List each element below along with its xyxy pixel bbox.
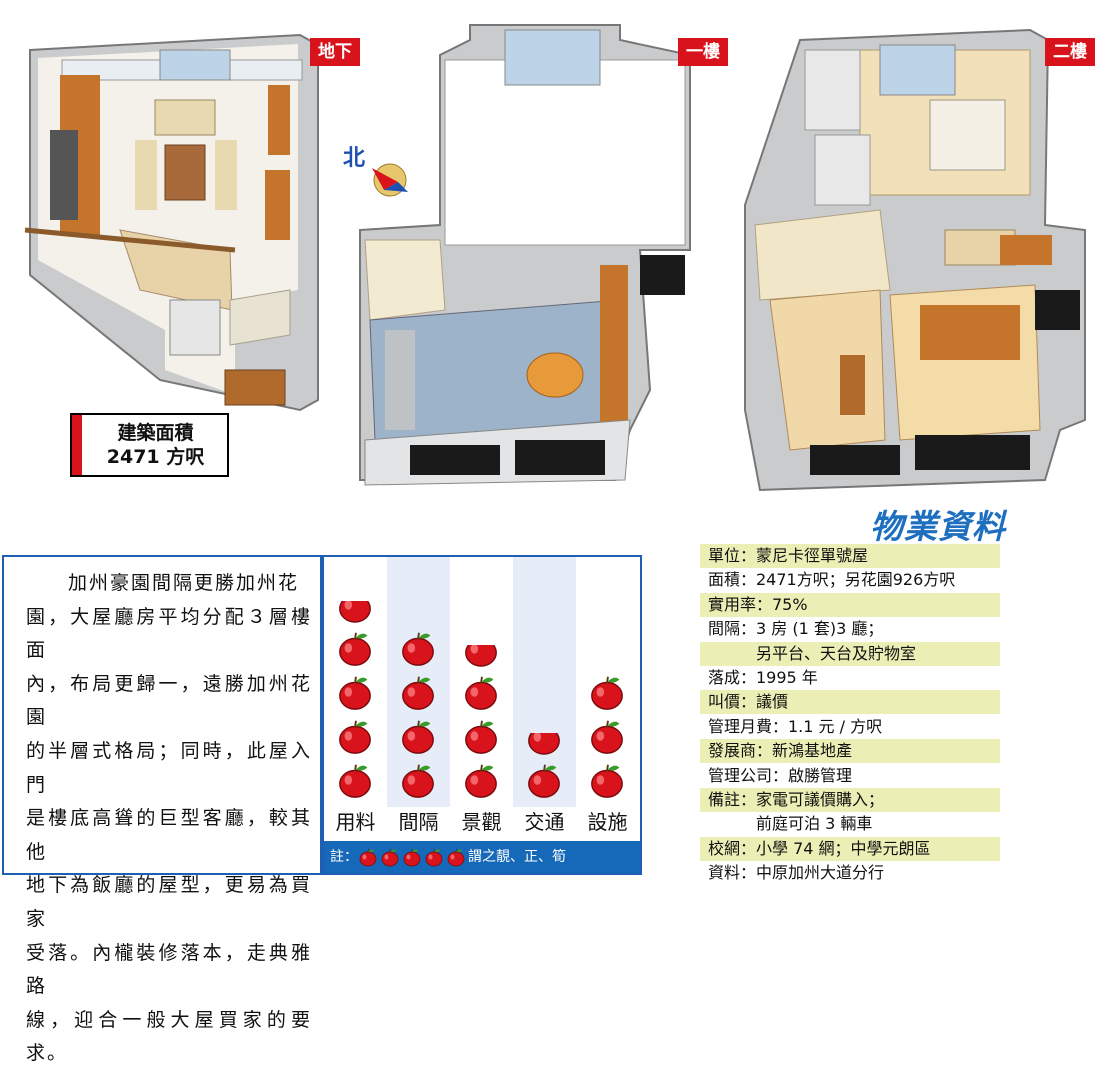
apple-icon [402, 632, 434, 666]
apple-icon [402, 720, 434, 754]
apple-icon [465, 676, 497, 710]
apple-icon [381, 848, 399, 867]
apple-icon [339, 720, 371, 754]
apple-icon [591, 720, 623, 754]
info-row: 實用率：75% [700, 592, 1000, 617]
info-row: 管理公司：啟勝管理 [700, 763, 1000, 788]
second-floor-label: 二樓 [1045, 38, 1095, 66]
description-panel: 加州豪園間隔更勝加州花園，大屋廳房平均分配３層樓面內，布局更歸一，遠勝加州花園的… [2, 555, 322, 1064]
rating-category-label: 間隔 [398, 810, 439, 834]
apple-icon [339, 764, 371, 798]
info-row: 間隔：3 房 (1 套)3 廳； [700, 617, 1000, 642]
second-floor-plan [744, 28, 1086, 492]
basement-label: 地下 [310, 38, 360, 66]
half-apple-icon [528, 733, 560, 755]
apple-icon [359, 848, 377, 867]
info-row: 資料：中原加州大道分行 [700, 861, 1000, 886]
apple-icon [402, 676, 434, 710]
note-prefix: 註： [330, 849, 358, 865]
half-apple-icon [465, 645, 497, 667]
info-row: 單位：蒙尼卡徑單號屋 [700, 544, 1000, 568]
rating-category-label: 設施 [587, 810, 628, 834]
info-row: 校網：小學 74 網；中學元朗區 [700, 836, 1000, 861]
apple-icon [425, 848, 443, 867]
building-area-box: 建築面積 2471 方呎 [70, 413, 229, 477]
description-line: 的半層式格局；同時，此屋入門 [26, 739, 312, 796]
info-row: 備註：家電可議價購入； [700, 788, 1000, 812]
compass [372, 163, 408, 197]
area-title: 建築面積 [117, 422, 194, 444]
info-row: 前庭可泊 3 輛車 [700, 812, 1000, 837]
description-line: 加州豪園間隔更勝加州花 [26, 572, 300, 594]
note-apples [358, 848, 468, 867]
area-value: 2471 方呎 [106, 446, 205, 468]
compass-north-label: 北 [343, 146, 366, 171]
description-text: 加州豪園間隔更勝加州花園，大屋廳房平均分配３層樓面內，布局更歸一，遠勝加州花園的… [26, 567, 312, 1071]
info-row: 另平台、天台及貯物室 [700, 641, 1000, 666]
first-floor-plan [359, 24, 691, 486]
description-line: 園，大屋廳房平均分配３層樓面 [26, 605, 312, 662]
info-row: 落成：1995 年 [700, 666, 1000, 690]
apple-icon [528, 764, 560, 798]
info-row: 發展商：新鴻基地產 [700, 739, 1000, 764]
info-row: 面積：2471方呎；另花園926方呎 [700, 568, 1000, 593]
rating-category-label: 景觀 [461, 810, 502, 834]
rating-category-label: 用料 [335, 810, 376, 834]
apple-icon [402, 764, 434, 798]
apple-icon [465, 764, 497, 798]
description-line: 受落。內櫳裝修落本，走典雅路 [26, 941, 312, 998]
floor-plans-illustration [24, 24, 1086, 492]
description-line: 線，迎合一般大屋買家的要求。 [26, 1008, 312, 1065]
rating-note: 註： 謂之靚、正、筍 [324, 841, 640, 873]
apple-icon [465, 720, 497, 754]
description-line: 內，布局更歸一，遠勝加州花園 [26, 672, 312, 729]
rating-panel: 註： 謂之靚、正、筍 用料間隔景觀交通設施 [322, 555, 642, 875]
info-title: 物業資料 [870, 507, 1006, 546]
apple-icon [339, 632, 371, 666]
apple-icon [339, 676, 371, 710]
info-row: 叫價：議價 [700, 690, 1000, 715]
info-row: 管理月費：1.1 元 / 方呎 [700, 714, 1000, 739]
apple-icon [591, 764, 623, 798]
apple-icon [447, 848, 465, 867]
first-floor-label: 一樓 [678, 38, 728, 66]
half-apple-icon [339, 601, 371, 623]
area-accent-bar [72, 415, 82, 475]
description-line: 地下為飯廳的屋型，更易為買家 [26, 874, 312, 930]
basement-plan [24, 33, 319, 412]
rating-category-label: 交通 [524, 810, 565, 834]
apple-icon [403, 848, 421, 867]
note-suffix: 謂之靚、正、筍 [468, 849, 566, 865]
description-line: 是樓底高聳的巨型客廳，較其他 [26, 807, 312, 863]
apple-icon [591, 676, 623, 710]
